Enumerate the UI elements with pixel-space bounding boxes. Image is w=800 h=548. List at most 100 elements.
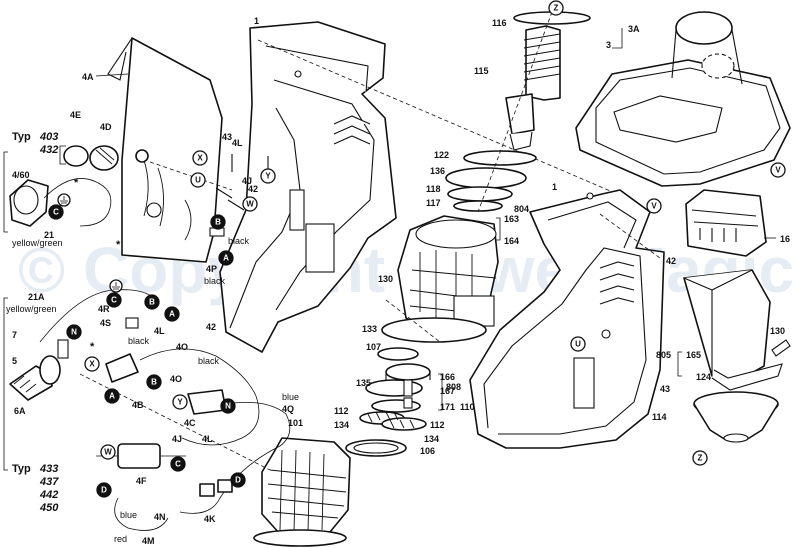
label-124: 124	[696, 372, 711, 382]
label-5: 5	[12, 356, 17, 366]
label-106: 106	[420, 446, 435, 456]
ref-w-1: W	[242, 196, 258, 212]
svg-text:W: W	[104, 448, 112, 457]
ref-c-2: C	[106, 292, 122, 308]
ref-b-2: B	[144, 294, 160, 310]
ref-d-1: D	[96, 482, 112, 498]
ref-x-2: X	[84, 356, 100, 372]
label-42-a: 42	[248, 184, 258, 194]
label-21a: 21A	[28, 292, 45, 302]
svg-text:U: U	[195, 176, 201, 185]
typ-model-437: 437	[39, 476, 59, 488]
svg-text:D: D	[235, 476, 241, 485]
label-3: 3	[606, 40, 611, 50]
bracket-808	[438, 373, 443, 411]
ref-z-bottom: Z	[692, 450, 708, 466]
wire-label-blue-1: blue	[282, 392, 299, 402]
svg-text:C: C	[53, 208, 59, 217]
bracket-804	[496, 217, 501, 241]
label-4n: 4N	[154, 512, 166, 522]
label-112-a: 112	[334, 406, 349, 416]
ref-z-top: Z	[548, 0, 564, 16]
label-4b: 4B	[132, 400, 144, 410]
label-42-b: 42	[206, 322, 216, 332]
ref-a-3: A	[104, 388, 120, 404]
label-1-right: 1	[552, 182, 557, 192]
ground-symbol-icon	[57, 193, 71, 207]
wire-label-yellow-green-1: yellow/green	[12, 238, 63, 248]
cutter-shaft-assembly	[445, 11, 591, 213]
svg-text:X: X	[89, 360, 95, 369]
label-1-top: 1	[254, 16, 259, 26]
hopper-lid-3	[575, 11, 791, 187]
bracket-3	[612, 28, 623, 49]
ref-u-2: U	[190, 172, 206, 188]
label-4-60: 4/60	[12, 170, 30, 180]
svg-text:U: U	[575, 340, 581, 349]
label-4c: 4C	[184, 418, 196, 428]
bracket-805	[677, 351, 682, 377]
wire-labels: yellow/green yellow/green black black bl…	[6, 236, 299, 544]
label-167: 167	[440, 386, 455, 396]
svg-text:V: V	[651, 202, 657, 211]
label-101: 101	[288, 418, 303, 428]
ref-d-2: D	[230, 472, 246, 488]
alignment-line-3	[385, 299, 441, 343]
type-header-1: Typ 403 432	[12, 131, 58, 156]
ref-b-1: B	[210, 214, 226, 230]
svg-text:B: B	[215, 218, 221, 227]
svg-text:N: N	[225, 402, 231, 411]
label-21: 21	[44, 230, 54, 240]
type-header-2: Typ 433 437 442 450	[12, 463, 59, 514]
motor-101	[253, 437, 351, 547]
svg-text:Z: Z	[554, 4, 559, 13]
label-133: 133	[362, 324, 377, 334]
label-163: 163	[504, 214, 519, 224]
ref-w-2: W	[100, 444, 116, 460]
ref-v-1: V	[770, 162, 786, 178]
label-4r: 4R	[98, 304, 110, 314]
ref-y-2: Y	[172, 394, 188, 410]
label-110: 110	[460, 402, 475, 412]
wire-label-blue-2: blue	[120, 510, 137, 520]
label-4j-a: 4J	[242, 176, 252, 186]
svg-text:Z: Z	[698, 454, 703, 463]
label-4o-b: 4O	[170, 374, 182, 384]
part-labels: 1 1 3 3A 4A 4E 4D 4/60 21 21A 7 5 6A 4R …	[12, 16, 790, 546]
label-4m: 4M	[142, 536, 155, 546]
svg-text:B: B	[149, 298, 155, 307]
wire-label-black-4: black	[198, 356, 220, 366]
svg-text:Y: Y	[265, 172, 271, 181]
label-3a: 3A	[628, 24, 640, 34]
svg-text:W: W	[246, 200, 254, 209]
side-cover-4a	[107, 37, 233, 263]
label-43-b: 43	[660, 384, 670, 394]
label-4d: 4D	[100, 122, 112, 132]
label-4s: 4S	[100, 318, 111, 328]
label-165: 165	[686, 350, 701, 360]
label-4l-b: 4L	[232, 138, 243, 148]
bracket-left-1	[3, 151, 8, 233]
label-171: 171	[440, 402, 455, 412]
wiring-and-small-parts	[9, 145, 291, 531]
label-118: 118	[426, 184, 441, 194]
label-16: 16	[780, 234, 790, 244]
label-114: 114	[652, 412, 667, 422]
label-130-a: 130	[770, 326, 785, 336]
label-4a: 4A	[82, 72, 94, 82]
label-134-b: 134	[424, 434, 439, 444]
alignment-line-4	[599, 213, 661, 259]
right-housing-1	[469, 189, 665, 449]
svg-text:N: N	[71, 328, 77, 337]
wire-label-yellow-green-2: yellow/green	[6, 304, 57, 314]
typ-model-432: 432	[39, 144, 58, 156]
label-164: 164	[504, 236, 519, 246]
typ-label-1: Typ	[12, 131, 31, 143]
ref-b-3: B	[146, 374, 162, 390]
wire-label-black-3: black	[128, 336, 150, 346]
reference-markers: Z Z V V U U X X Y Y W W B B B A A A C C …	[48, 0, 786, 498]
bracket-left-2	[3, 297, 8, 471]
label-135: 135	[356, 378, 371, 388]
label-166: 166	[440, 372, 455, 382]
